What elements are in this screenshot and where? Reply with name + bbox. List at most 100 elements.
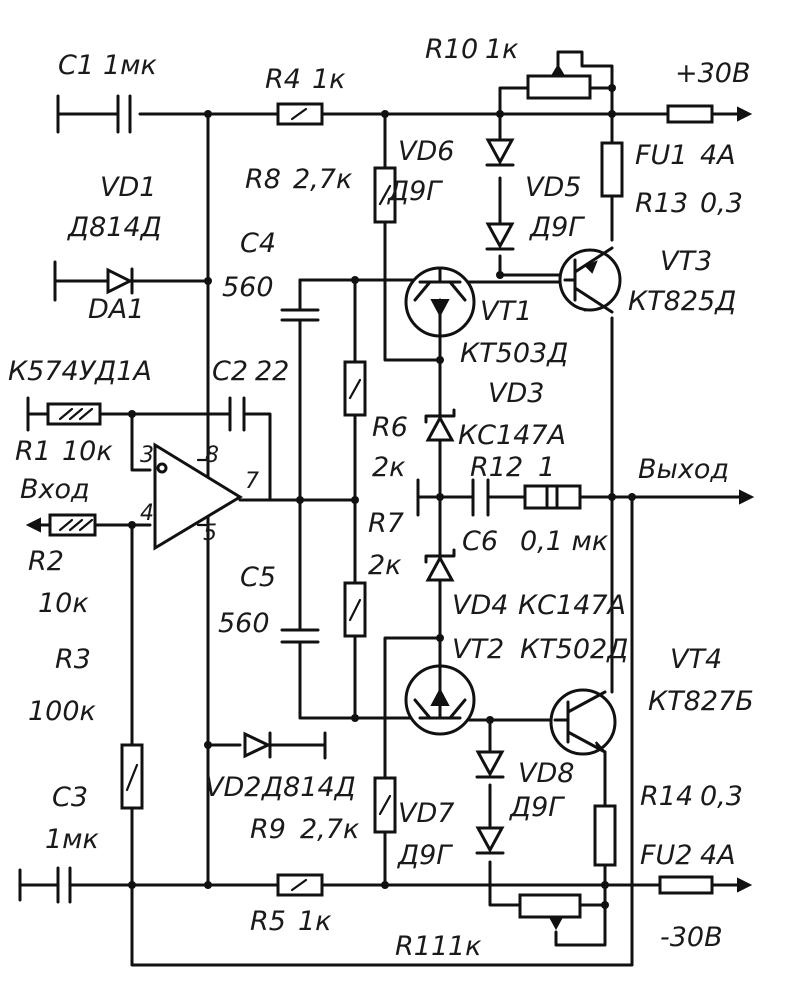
r7-ref: R7 <box>368 508 404 539</box>
r11-value: 1к <box>448 931 482 962</box>
vd1-type: Д814Д <box>67 212 162 243</box>
vd6-diode <box>485 138 515 167</box>
vd8-ref: VD8 <box>518 758 574 789</box>
r7-resistor <box>343 581 367 638</box>
r4-ref: R4 <box>265 64 301 95</box>
r8-ref: R8 <box>245 164 281 195</box>
r2-value: 10к <box>38 588 89 619</box>
vd1-diode <box>106 267 134 295</box>
r3-ref: R3 <box>55 644 91 675</box>
r11-potentiometer <box>518 893 582 931</box>
r2-resistor <box>48 513 97 537</box>
vd2-ref: VD2 <box>205 772 261 803</box>
fu2-fuse <box>658 875 714 895</box>
r7-value: 2к <box>368 550 402 581</box>
da1-opamp <box>153 442 243 551</box>
vt4-type: КТ827Б <box>648 686 754 717</box>
c4-ref: C4 <box>240 228 276 259</box>
r11-ref: R11 <box>395 931 448 962</box>
fu1-ref: FU1 <box>635 140 687 171</box>
r5-ref: R5 <box>250 906 286 937</box>
vt3-type: КТ825Д <box>628 286 736 317</box>
vd6-type: Д9Г <box>387 176 443 207</box>
r12-ref: R12 <box>470 452 523 483</box>
r4-value: 1к <box>312 64 346 95</box>
c2-value: 22 <box>255 356 289 387</box>
r14-value: 0,3 <box>700 781 743 812</box>
opamp-pin-5: 5 <box>203 521 217 546</box>
r1-resistor <box>46 402 102 426</box>
c1-capacitor <box>116 94 132 134</box>
labels: C1 1мк R4 1к R10 1к +30В VD6 Д9Г VD5 Д9Г… <box>8 34 754 962</box>
da1-ref: DA1 <box>88 294 144 325</box>
opamp-pin-8: 8 <box>205 443 219 468</box>
r14-ref: R14 <box>640 781 693 812</box>
r5-value: 1к <box>298 906 332 937</box>
junctions <box>128 84 636 909</box>
vd8-diode <box>475 750 505 779</box>
c2-ref: C2 <box>212 356 248 387</box>
r10-potentiometer <box>526 64 592 100</box>
c4-value: 560 <box>222 272 274 303</box>
c2-capacitor <box>228 396 246 432</box>
c1-ref: C1 <box>58 50 94 81</box>
da1-type: К574УД1А <box>8 356 152 387</box>
opamp-pin-4: 4 <box>140 501 154 526</box>
r9-resistor <box>373 776 397 834</box>
c6-capacitor <box>471 478 490 517</box>
c6-ref: C6 <box>462 526 498 557</box>
r1-ref: R1 <box>15 436 51 467</box>
c5-value: 560 <box>218 608 270 639</box>
vt3-ref: VT3 <box>660 246 712 277</box>
vt1-type: КТ503Д <box>460 338 568 369</box>
r2-ref: R2 <box>28 546 64 577</box>
vd8-type: Д9Г <box>509 792 565 823</box>
r6-ref: R6 <box>372 412 408 443</box>
r12-value: 1 <box>538 452 555 483</box>
r6-resistor <box>343 360 367 417</box>
vd5-diode <box>485 222 515 251</box>
c3-value: 1мк <box>45 824 100 855</box>
vd1-ref: VD1 <box>100 172 156 203</box>
arrows <box>25 106 755 893</box>
c6-value: 0,1 мк <box>520 526 609 557</box>
vd5-ref: VD5 <box>525 172 581 203</box>
fu1-fuse <box>666 104 714 124</box>
vd4-zener <box>424 548 456 582</box>
r5-resistor <box>276 873 324 897</box>
r8-value: 2,7к <box>293 164 353 195</box>
r13-resistor <box>600 141 624 198</box>
vd7-ref: VD7 <box>398 798 454 829</box>
r9-ref: R9 <box>250 814 286 845</box>
vd2-type: Д814Д <box>261 772 356 803</box>
vt2-ref: VT2 <box>452 634 504 665</box>
r10-ref: R10 <box>425 34 478 65</box>
vd4-type: КС147А <box>518 590 626 621</box>
c5-capacitor <box>280 628 320 644</box>
output-label: Выход <box>638 454 729 485</box>
vd2-diode <box>243 731 272 759</box>
r13-ref: R13 <box>635 188 688 219</box>
r12-resistor <box>523 484 582 510</box>
vd3-zener <box>424 408 456 442</box>
c4-capacitor <box>280 308 320 322</box>
vd5-type: Д9Г <box>529 212 585 243</box>
vt2-transistor <box>404 664 476 736</box>
vd7-diode <box>475 826 505 855</box>
vd6-ref: VD6 <box>398 136 454 167</box>
vd3-type: КС147А <box>458 420 566 451</box>
vt4-ref: VT4 <box>670 644 722 675</box>
r14-resistor <box>593 804 617 867</box>
opamp-pin-7: 7 <box>245 469 259 494</box>
r9-value: 2,7к <box>300 814 360 845</box>
vd7-type: Д9Г <box>397 840 453 871</box>
fu2-value: 4А <box>700 840 736 871</box>
opamp-pin-3: 3 <box>140 443 154 468</box>
vt1-ref: VT1 <box>480 296 532 327</box>
r6-value: 2к <box>372 452 406 483</box>
r3-resistor <box>120 743 144 810</box>
fu1-value: 4А <box>700 140 736 171</box>
input-label: Вход <box>20 474 90 505</box>
r10-value: 1к <box>485 34 519 65</box>
